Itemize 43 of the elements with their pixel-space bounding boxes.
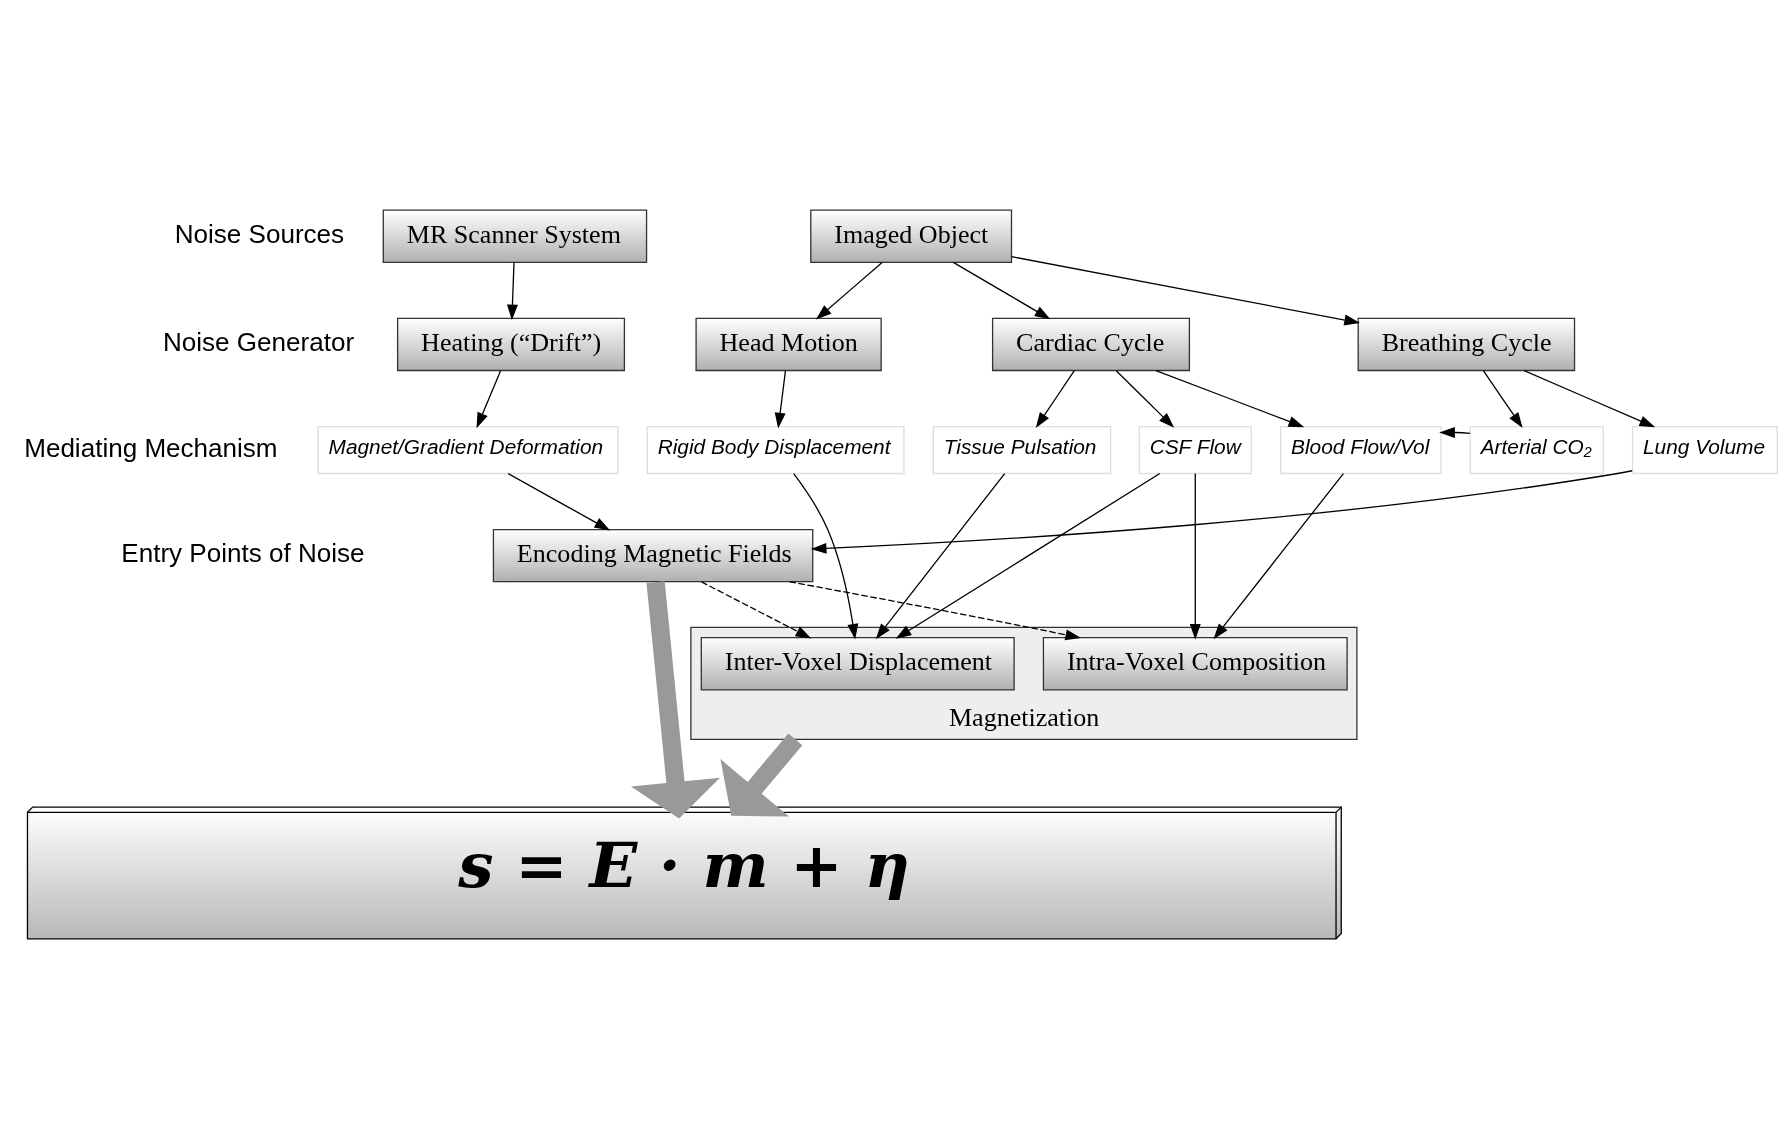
arrow [1439,426,1471,438]
node-box: CSF Flow [1138,425,1252,474]
arrow [1189,472,1201,640]
node-box: Blood Flow/Vol [1280,425,1442,474]
arrow [1523,369,1656,427]
node-box: Heating (“Drift”) [396,317,626,371]
arrow [700,580,812,639]
label: Mediating Mechanism [24,432,278,463]
node-box: Cardiac Cycle [991,317,1191,371]
node-box: Magnet/Gradient Deformation [317,425,619,474]
arrow [815,261,883,320]
node-box: Arterial CO₂ [1469,425,1604,474]
node-box: Tissue Pulsation [932,425,1112,474]
arrow [476,369,502,428]
arrow [774,369,787,428]
arrow [1482,369,1523,428]
node-box: Breathing Cycle [1357,317,1576,371]
label: Entry Points of Noise [121,537,365,568]
label: Noise Sources [174,218,345,249]
node-box: Imaged Object [810,209,1013,263]
arrow [1213,472,1345,639]
node-box: Rigid Body Displacement [646,425,905,474]
node-box: Lung Volume [1631,425,1778,474]
node-box: MR Scanner System [382,209,648,263]
arrow [1155,369,1305,427]
arrow [793,472,859,640]
node-box: Inter-Voxel Displacement [700,636,1015,690]
label: Noise Generator [163,326,355,357]
node-box: Encoding Magnetic Fields [492,528,814,582]
arrow [1011,255,1360,325]
arrow [506,261,518,320]
arrow [810,469,1633,554]
node-box: Head Motion [695,317,882,371]
arrow [1035,369,1075,428]
arrow [720,733,803,817]
node-box: Intra-Voxel Composition [1042,636,1348,690]
arrow [875,472,1006,639]
arrow [895,472,1161,639]
arrow [953,261,1051,319]
arrow [1115,369,1175,428]
arrow [630,580,721,819]
arrow [788,580,1082,640]
arrow [507,472,611,530]
